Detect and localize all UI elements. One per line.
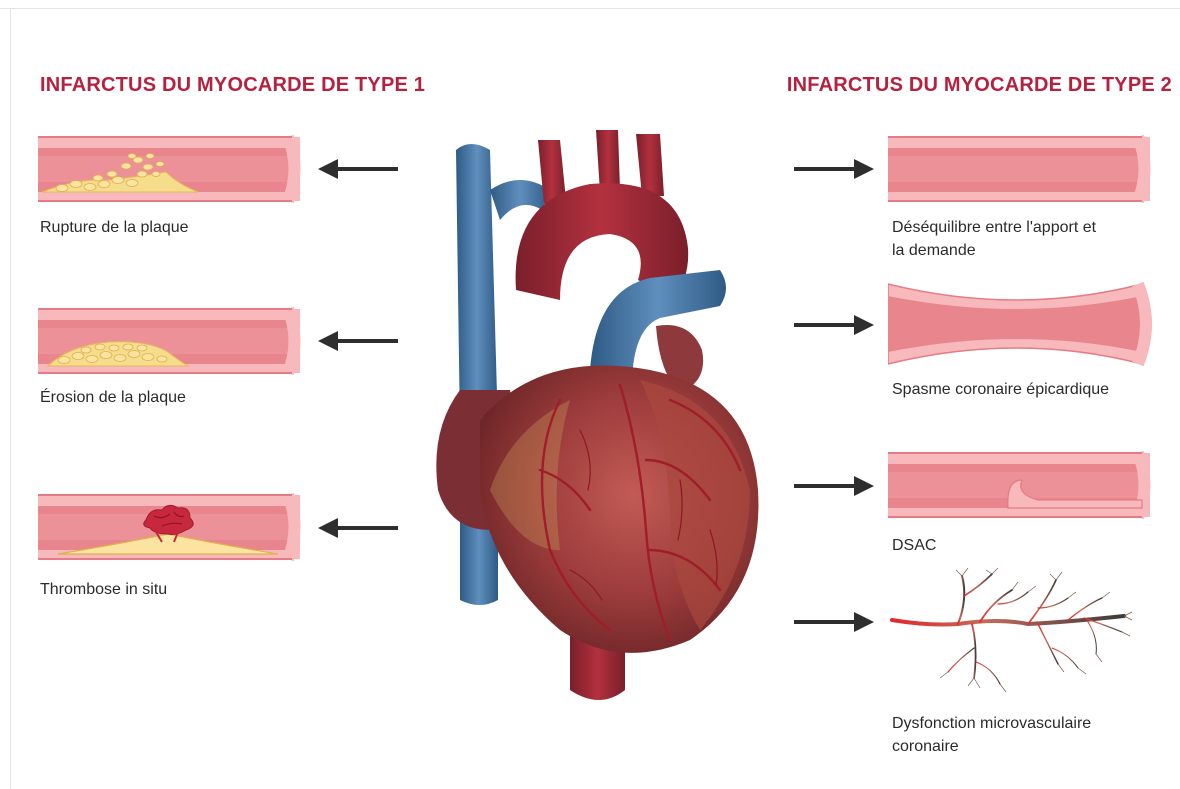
- microvascular-caption-line1: Dysfonction microvasculaire: [892, 712, 1091, 735]
- microvascular-caption: Dysfonction microvasculaire coronaire: [892, 712, 1091, 758]
- arrow-right-icon: [792, 472, 874, 500]
- plaque-rupture-vessel-illustration: [38, 134, 302, 206]
- coronary-spasm-caption: Spasme coronaire épicardique: [892, 378, 1109, 401]
- arrow-right-icon: [792, 608, 874, 636]
- supply-demand-caption: Déséquilibre entre l'apport et la demand…: [892, 216, 1096, 262]
- arrow-left-icon: [318, 327, 400, 355]
- arrow-left-icon: [318, 155, 400, 183]
- plaque-rupture-caption: Rupture de la plaque: [40, 216, 189, 239]
- scad-vessel-illustration: [888, 450, 1154, 522]
- thrombosis-caption: Thrombose in situ: [40, 578, 167, 601]
- plaque-erosion-vessel-illustration: [38, 306, 302, 378]
- coronary-spasm-vessel-illustration: [888, 282, 1154, 366]
- thrombosis-vessel-illustration: [38, 492, 302, 564]
- arrow-left-icon: [318, 514, 400, 542]
- arrow-right-icon: [792, 155, 874, 183]
- supply-demand-vessel-illustration: [888, 134, 1154, 206]
- type2-heading: INFARCTUS DU MYOCARDE DE TYPE 2: [787, 74, 1172, 97]
- frame-left-border: [10, 8, 11, 789]
- frame-top-border: [0, 8, 1180, 9]
- arrow-right-icon: [792, 311, 874, 339]
- supply-demand-caption-line2: la demande: [892, 239, 1096, 262]
- microvascular-tree-illustration: [888, 568, 1138, 698]
- plaque-erosion-caption: Érosion de la plaque: [40, 386, 186, 409]
- heart-illustration: [420, 130, 780, 710]
- type1-heading: INFARCTUS DU MYOCARDE DE TYPE 1: [40, 74, 425, 97]
- microvascular-caption-line2: coronaire: [892, 735, 1091, 758]
- scad-caption: DSAC: [892, 534, 936, 557]
- supply-demand-caption-line1: Déséquilibre entre l'apport et: [892, 216, 1096, 239]
